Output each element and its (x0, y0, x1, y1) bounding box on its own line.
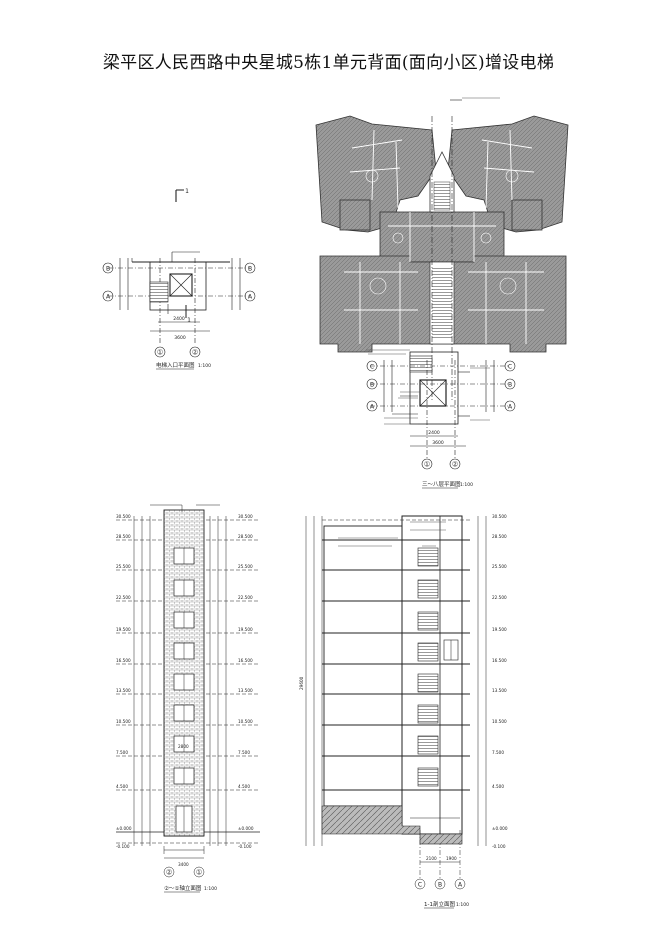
level-label: 16.500 (116, 658, 131, 663)
level-label: 25.500 (492, 564, 507, 569)
level-label: 7.500 (492, 750, 504, 755)
floor-plan-view (315, 97, 569, 470)
axis-label-b: B (106, 266, 110, 273)
level-label: 13.500 (116, 688, 131, 693)
level-label: 10.500 (238, 719, 253, 724)
axis-label-a: A (106, 294, 111, 301)
dim-2100: 2100 (426, 856, 437, 861)
level-label: 22.500 (116, 595, 131, 600)
dim-1900: 1900 (446, 856, 457, 861)
section-view (305, 515, 487, 890)
floor-plan-caption: 三～八层平面图 1:100 (422, 480, 473, 489)
axis-label-2: ② (192, 349, 198, 357)
entry-plan-view (102, 189, 256, 358)
axis-label-2: ② (452, 461, 458, 469)
section-caption: 1-1剖立面图 1:100 (424, 900, 469, 909)
axis-label-a: A (248, 294, 253, 301)
level-label: 16.500 (238, 658, 253, 663)
level-label: 7.500 (238, 750, 250, 755)
floor-plan-title: 三～八层平面图 (422, 480, 461, 488)
level-label: 10.500 (116, 719, 131, 724)
axis-label-1: ① (196, 869, 202, 877)
level-label: 4.500 (116, 784, 128, 789)
floor-plan-labels: C B A C B A ① ② 2400 3600 (370, 364, 513, 469)
axis-label-b: B (508, 382, 512, 389)
entry-plan-labels: B A B A ① ② 2400 3600 1 1 (106, 188, 253, 357)
dim-3600: 3600 (174, 335, 186, 341)
level-label: 28.500 (238, 534, 253, 539)
dim-2400: 2400 (428, 430, 440, 436)
elevation-title: ②～①轴立面图 (164, 884, 202, 892)
section-axis-labels: C B A (418, 882, 463, 889)
level-label: 30.500 (238, 514, 253, 519)
dim-total-height: 29600 (299, 676, 304, 690)
level-label: 4.500 (492, 784, 504, 789)
axis-label-a: A (508, 404, 513, 411)
level-label: 4.500 (238, 784, 250, 789)
level-label: 16.500 (492, 658, 507, 663)
level-label: 19.500 (116, 627, 131, 632)
axis-label-c: C (508, 364, 512, 371)
level-label: -0.100 (492, 844, 506, 849)
entry-plan-caption: 电梯入口平面图 1:100 (156, 361, 211, 370)
level-label: ±0.000 (116, 826, 132, 831)
axis-label-c: C (418, 882, 422, 889)
axis-label-a: A (458, 882, 463, 889)
level-label: 30.500 (116, 514, 131, 519)
entry-plan-title: 电梯入口平面图 (156, 361, 195, 369)
elevation-caption: ②～①轴立面图 1:100 (164, 884, 217, 893)
elevation-scale: 1:100 (204, 886, 217, 892)
floor-plan-scale: 1:100 (460, 482, 473, 488)
level-label: 28.500 (116, 534, 131, 539)
dim-2400: 2400 (173, 316, 185, 322)
section-title: 1-1剖立面图 (424, 900, 455, 908)
axis-label-b: B (248, 266, 252, 273)
level-label: 19.500 (492, 627, 507, 632)
page-title: 梁平区人民西路中央星城5栋1单元背面(面向小区)增设电梯 (102, 53, 555, 73)
level-label: 28.500 (492, 534, 507, 539)
level-label: 22.500 (492, 595, 507, 600)
level-label: 10.500 (492, 719, 507, 724)
axis-label-2: ② (166, 869, 172, 877)
level-label: ±0.000 (238, 826, 254, 831)
elevation-axis-labels: ② ① (166, 869, 202, 877)
dim-2800: 2800 (178, 744, 189, 749)
level-label: 13.500 (492, 688, 507, 693)
axis-label-1: ① (424, 461, 430, 469)
axis-label-c: C (370, 364, 374, 371)
level-label: 19.500 (238, 627, 253, 632)
level-label: -0.100 (116, 844, 130, 849)
entry-plan-scale: 1:100 (198, 363, 211, 369)
dim-3600: 3600 (432, 440, 444, 446)
level-label: 30.500 (492, 514, 507, 519)
level-label: 25.500 (116, 564, 131, 569)
level-label: 7.500 (116, 750, 128, 755)
level-label: 25.500 (238, 564, 253, 569)
level-label: 13.500 (238, 688, 253, 693)
section-level-labels: 30.500 28.500 25.500 22.500 19.500 16.50… (299, 514, 508, 861)
elevation-view (116, 504, 260, 878)
dim-3400: 3400 (178, 862, 189, 867)
axis-label-b: B (370, 382, 374, 389)
section-scale: 1:100 (456, 902, 469, 908)
level-label: -0.100 (238, 844, 252, 849)
section-mark: 1 (187, 317, 191, 324)
level-label: 22.500 (238, 595, 253, 600)
axis-label-a: A (370, 404, 375, 411)
axis-label-b: B (438, 882, 442, 889)
elevation-level-labels: 30.500 28.500 25.500 22.500 19.500 16.50… (116, 514, 254, 867)
section-mark: 1 (185, 188, 189, 195)
axis-label-1: ① (157, 349, 163, 357)
level-label: ±0.000 (492, 826, 508, 831)
